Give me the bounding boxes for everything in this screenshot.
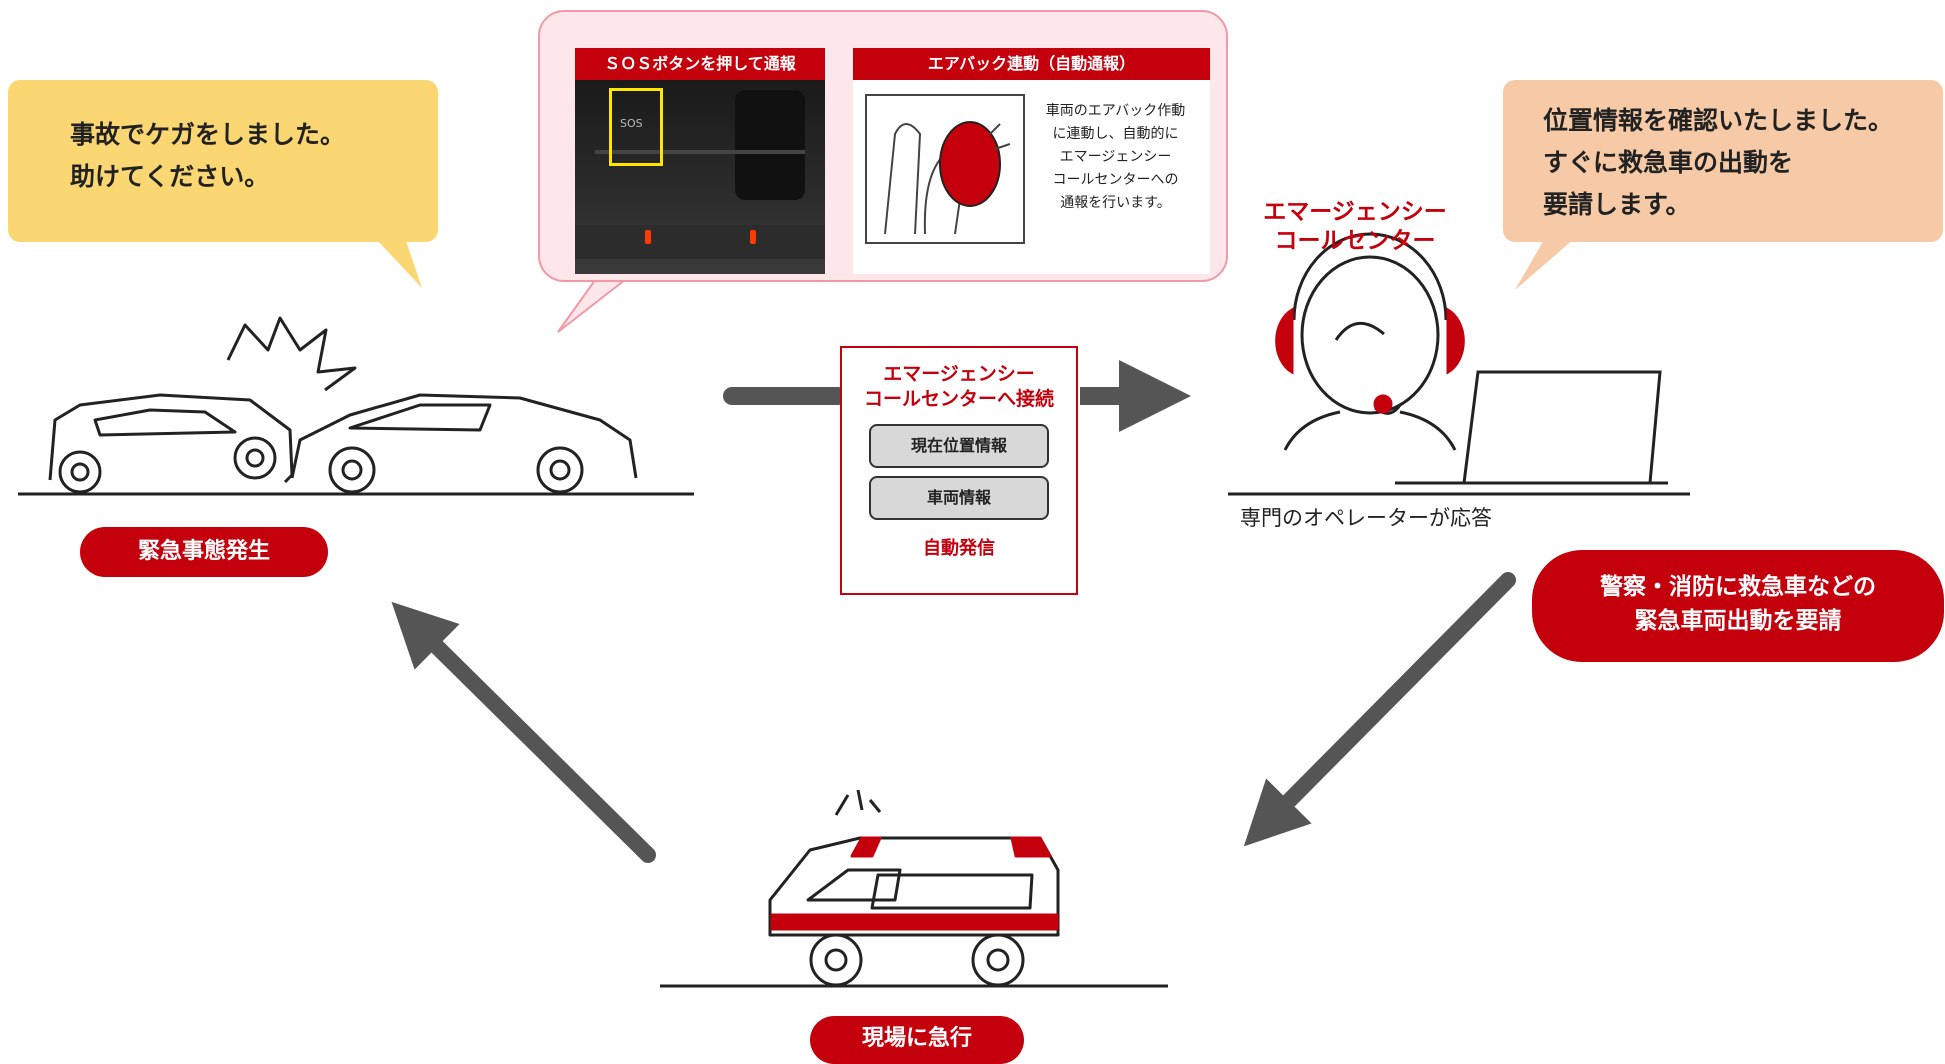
- airbag-panel-title: エアバック連動（自動通報）: [853, 48, 1210, 80]
- location-info-tag: 現在位置情報: [869, 424, 1049, 468]
- operator-bubble-tail: [1515, 238, 1575, 290]
- sos-panel-title: ＳＯＳボタンを押して通報: [575, 48, 825, 80]
- airbag-content: 車両のエアバック作動 に連動し、自動的に エマージェンシー コールセンターへの …: [853, 80, 1210, 274]
- operator-illustration: [1228, 232, 1690, 496]
- driver-bubble-tail: [375, 238, 422, 288]
- sos-button-highlight: SOS: [609, 88, 663, 166]
- auto-dial-label: 自動発信: [923, 538, 995, 559]
- connection-info-title: エマージェンシー コールセンターへ接続: [863, 363, 1054, 410]
- operator-response-text: 専門のオペレーターが応答: [1240, 506, 1492, 530]
- airbag-description: 車両のエアバック作動 に連動し、自動的に エマージェンシー コールセンターへの …: [1045, 103, 1186, 211]
- driver-speech-text: 事故でケガをしました。 助けてください。: [70, 120, 346, 191]
- connection-info-box: エマージェンシー コールセンターへ接続 現在位置情報 車両情報 自動発信: [840, 346, 1078, 595]
- popup-tail: [557, 275, 633, 333]
- sos-button-photo: SOS: [575, 80, 825, 274]
- call-center-title: エマージェンシー コールセンター: [1263, 199, 1447, 254]
- car-crash-illustration: [18, 316, 694, 496]
- sos-panel: ＳＯＳボタンを押して通報 SOS: [575, 48, 825, 274]
- dispatch-request-label: 警察・消防に救急車などの 緊急車両出動を要請: [1532, 550, 1944, 662]
- airbag-illustration: [865, 94, 1025, 244]
- sos-button-label: SOS: [620, 117, 643, 130]
- airbag-panel: エアバック連動（自動通報） 車両のエアバック作動 に連動し、自動的に エマージェ…: [853, 48, 1210, 274]
- ambulance-illustration: [660, 789, 1168, 988]
- operator-speech-bubble: 位置情報を確認いたしました。 すぐに救急車の出動を 要請します。: [1503, 80, 1943, 242]
- operator-speech-text: 位置情報を確認いたしました。 すぐに救急車の出動を 要請します。: [1543, 106, 1894, 219]
- emergency-label: 緊急事態発生: [80, 527, 328, 577]
- vehicle-info-tag: 車両情報: [869, 476, 1049, 520]
- arrow-to-ambulance: [1243, 572, 1516, 847]
- arrow-to-accident: [391, 601, 656, 863]
- driver-speech-bubble: 事故でケガをしました。 助けてください。: [8, 80, 438, 242]
- rush-to-scene-label: 現場に急行: [810, 1016, 1024, 1064]
